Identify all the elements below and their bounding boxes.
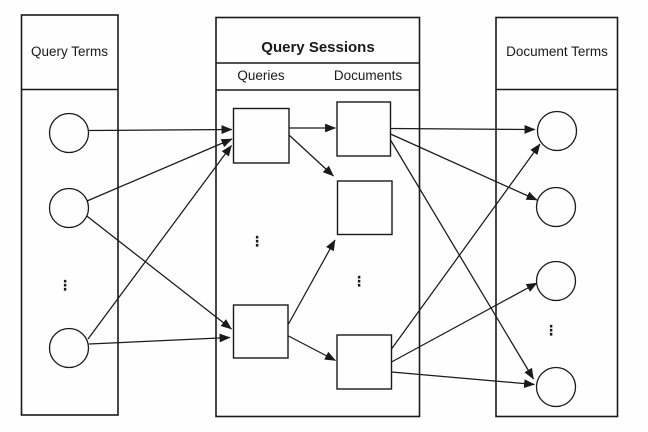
document-term-node-1 xyxy=(536,110,578,152)
query-terms-ellipsis: ⋮ xyxy=(58,278,72,294)
query-terms-panel xyxy=(20,14,119,416)
documents-column-label: Documents xyxy=(333,68,403,83)
query-node-1 xyxy=(232,107,290,164)
document-term-node-4 xyxy=(535,366,577,408)
edge-q2-d2 xyxy=(287,239,336,325)
edge-q1-d2 xyxy=(288,134,334,177)
query-sessions-panel xyxy=(215,16,421,418)
edge-q2-d3 xyxy=(288,335,336,362)
query-term-node-3 xyxy=(48,327,90,369)
edge-qt3-q2 xyxy=(88,333,231,345)
queries-column-label: Queries xyxy=(237,68,285,83)
document-terms-panel xyxy=(495,16,619,418)
query-terms-title: Query Terms xyxy=(30,44,109,59)
document-node-1 xyxy=(336,101,392,157)
document-terms-title: Document Terms xyxy=(506,44,608,59)
document-node-2 xyxy=(336,180,393,236)
document-terms-ellipsis: ⋮ xyxy=(544,323,558,339)
edge-d1-dt1 xyxy=(390,125,536,134)
edge-qt2-q1 xyxy=(86,138,233,202)
edge-d1-dt2 xyxy=(390,133,538,201)
edge-d3-dt4 xyxy=(391,371,536,388)
document-term-node-2 xyxy=(535,186,577,228)
document-term-node-3 xyxy=(535,260,577,302)
queries-ellipsis: ⋮ xyxy=(250,234,264,250)
edge-d1-dt4 xyxy=(389,139,535,380)
edge-d3-dt1 xyxy=(390,143,541,350)
query-term-node-2 xyxy=(48,187,90,229)
documents-ellipsis: ⋮ xyxy=(352,274,366,290)
document-node-3 xyxy=(336,334,393,390)
query-sessions-title: Query Sessions xyxy=(261,39,375,56)
query-term-node-1 xyxy=(48,112,90,154)
edge-qt3-q1 xyxy=(87,145,233,340)
query-node-2 xyxy=(232,304,289,359)
edge-d3-dt3 xyxy=(391,282,538,363)
edge-qt1-q1 xyxy=(88,125,233,134)
edge-qt2-q2 xyxy=(85,214,232,330)
